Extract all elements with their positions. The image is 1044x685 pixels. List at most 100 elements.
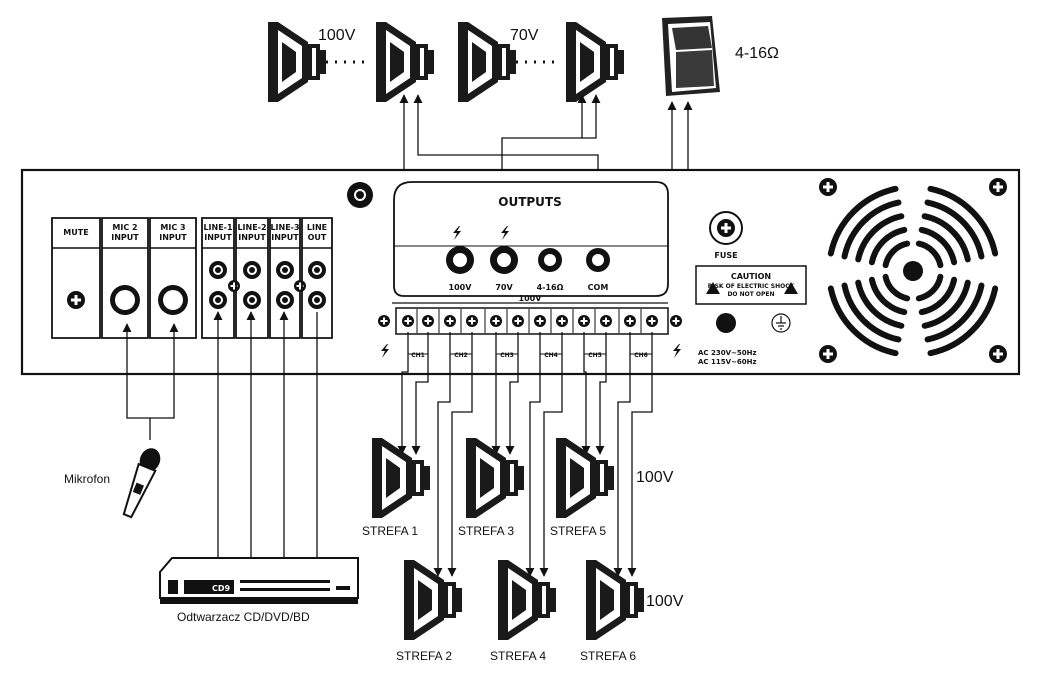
line3-rca-right[interactable]: [276, 291, 294, 309]
player-display: CD9: [212, 584, 231, 593]
speaker-70v-a: [458, 22, 516, 102]
line1-label-2: INPUT: [204, 233, 232, 242]
zone-speaker-6: [586, 560, 644, 640]
input-wires: [122, 311, 322, 567]
mic3-label-1: MIC 3: [160, 223, 185, 232]
line1-label-1: LINE-1: [203, 223, 233, 232]
zone-speakers: STREFA 1 STREFA 2 STREFA 3 STREFA 4 STREFA 5…: [362, 438, 644, 663]
channel-label-2: CH2: [454, 352, 468, 359]
line2-rca-right[interactable]: [243, 291, 261, 309]
terminal-bus-label: 100V: [519, 294, 543, 303]
zone-terminal-4[interactable]: [466, 315, 478, 327]
cd-player-icon: CD9: [159, 557, 359, 604]
line-divider-screw-1: [228, 280, 240, 292]
outputs-title: OUTPUTS: [498, 195, 562, 209]
channel-label-4: CH4: [544, 352, 558, 359]
zone-terminal-6[interactable]: [512, 315, 524, 327]
power-socket[interactable]: [716, 313, 736, 333]
zone-terminal-11[interactable]: [624, 315, 636, 327]
lineout-label-2: OUT: [308, 233, 327, 242]
fan-screw-icon: [819, 178, 837, 196]
fan-grille: [819, 178, 1007, 363]
zone-terminal-3[interactable]: [444, 315, 456, 327]
mic3-label-2: INPUT: [159, 233, 187, 242]
warning-triangle-icon: [784, 282, 798, 294]
amplifier-rear-panel: MUTE MIC 2 INPUT MIC 3 INPUT LINE-1 INPU…: [20, 168, 1021, 376]
caution-line-2: DO NOT OPEN: [727, 291, 774, 298]
zone-terminal-10[interactable]: [600, 315, 612, 327]
channel-label-1: CH1: [411, 352, 425, 359]
top-speaker-group: 100V 70V 4-16Ω: [268, 16, 779, 102]
zone-speaker-5: [556, 438, 614, 518]
mic2-label-2: INPUT: [111, 233, 139, 242]
fuse-plus-icon: [717, 219, 735, 237]
line3-label-1: LINE-3: [270, 223, 299, 232]
line1-rca-right[interactable]: [209, 291, 227, 309]
channel-label-6: CH6: [634, 352, 648, 359]
warning-triangle-icon: [706, 282, 720, 294]
input-modules: MUTE MIC 2 INPUT MIC 3 INPUT LINE-1 INPU…: [51, 217, 333, 339]
strip-end-screw-left: [378, 315, 390, 327]
zone-100v-label-lower: 100V: [646, 593, 684, 610]
player-label: Odtwarzacz CD/DVD/BD: [177, 610, 310, 624]
fan-screw-icon: [989, 345, 1007, 363]
zone-label-2: STREFA 2: [396, 649, 452, 663]
zone-label-5: STREFA 5: [550, 524, 606, 538]
label-70v-top: 70V: [510, 27, 539, 44]
label-100v-top: 100V: [318, 27, 356, 44]
zone-label-1: STREFA 1: [362, 524, 418, 538]
line1-rca-left[interactable]: [209, 261, 227, 279]
zone-speaker-4: [498, 560, 556, 640]
mic-label: Mikrofon: [64, 472, 110, 486]
speaker-100v-b: [376, 22, 434, 102]
caution-title: CAUTION: [731, 272, 771, 281]
fan-screw-icon: [989, 178, 1007, 196]
zone-speaker-3: [466, 438, 524, 518]
ac-230-label: AC 230V~50Hz: [698, 349, 757, 357]
lineout-rca-right[interactable]: [308, 291, 326, 309]
mute-button[interactable]: [67, 291, 85, 309]
zone-terminals: [402, 309, 658, 333]
zone-100v-label-upper: 100V: [636, 469, 674, 486]
out-label-ohm: 4-16Ω: [537, 283, 564, 292]
zone-terminal-1[interactable]: [402, 315, 414, 327]
speaker-70v-b: [566, 22, 624, 102]
fuse-label: FUSE: [714, 251, 737, 260]
line-divider-screw-2: [294, 280, 306, 292]
zone-speaker-2: [404, 560, 462, 640]
out-label-70v: 70V: [495, 283, 513, 292]
out-label-100v: 100V: [449, 283, 473, 292]
mic2-label-1: MIC 2: [112, 223, 137, 232]
line3-label-2: INPUT: [271, 233, 299, 242]
zone-terminal-12[interactable]: [646, 315, 658, 327]
mute-label: MUTE: [63, 228, 88, 237]
strip-end-screw-right: [670, 315, 682, 327]
out-label-com: COM: [588, 283, 609, 292]
line2-rca-left[interactable]: [243, 261, 261, 279]
zone-label-3: STREFA 3: [458, 524, 514, 538]
zone-terminal-2[interactable]: [422, 315, 434, 327]
ac-115-label: AC 115V~60Hz: [698, 358, 757, 366]
label-ohm-top: 4-16Ω: [735, 45, 779, 62]
microphone-icon: [122, 448, 161, 519]
zone-terminal-8[interactable]: [556, 315, 568, 327]
zone-terminal-5[interactable]: [490, 315, 502, 327]
caution-line-1: RISK OF ELECTRIC SHOCK: [708, 283, 795, 290]
zone-speaker-1: [372, 438, 430, 518]
line2-label-2: INPUT: [238, 233, 266, 242]
power-section: FUSE CAUTION RISK OF ELECTRIC SHOCK DO N…: [695, 211, 807, 366]
fan-screw-icon: [819, 345, 837, 363]
zone-wires: [397, 332, 653, 577]
channel-label-5: CH5: [588, 352, 602, 359]
zone-label-4: STREFA 4: [490, 649, 546, 663]
line3-rca-left[interactable]: [276, 261, 294, 279]
outputs-section: OUTPUTS 100V 70V 4-16Ω COM: [393, 181, 669, 297]
cabinet-speaker: [662, 16, 720, 96]
lineout-rca-left[interactable]: [308, 261, 326, 279]
zone-terminal-7[interactable]: [534, 315, 546, 327]
earth-ground-icon: [771, 313, 791, 333]
channel-label-3: CH3: [500, 352, 514, 359]
zone-terminal-9[interactable]: [578, 315, 590, 327]
lineout-label-1: LINE: [307, 223, 327, 232]
